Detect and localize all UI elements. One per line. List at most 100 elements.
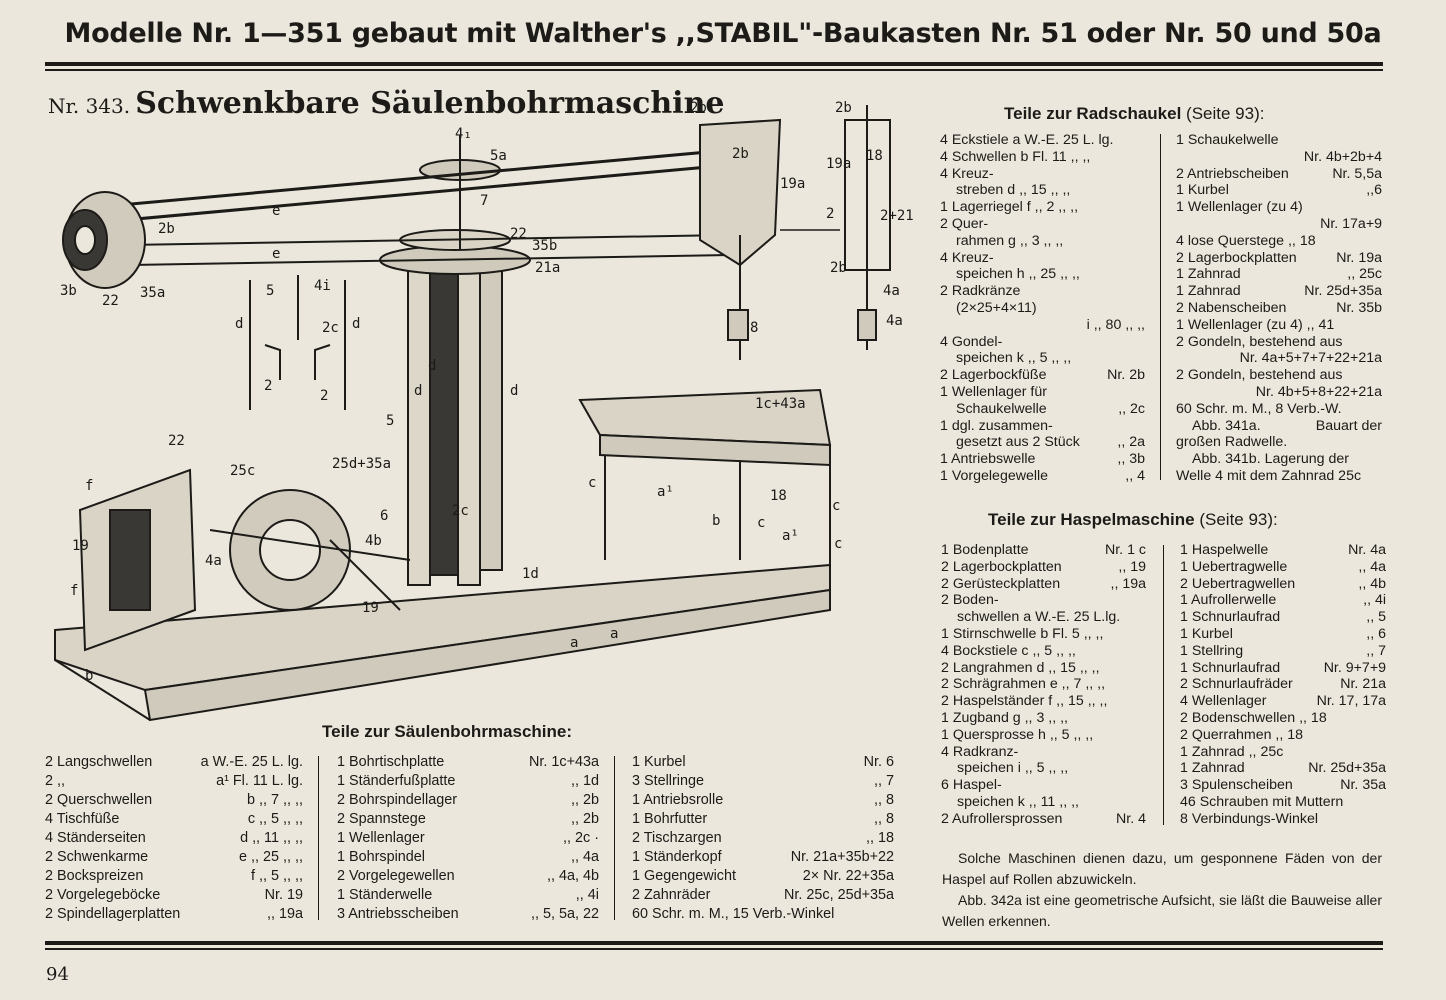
figure-callout-label: 22 — [168, 433, 185, 449]
column-divider — [1160, 134, 1161, 480]
part-spec: d ,, 11 ,, ,, — [240, 830, 303, 846]
part-row: 1 Zahnrad ,, 25c — [1180, 744, 1386, 761]
model-title: Nr. 343. Schwenkbare Säulenbohrmaschine — [48, 86, 724, 121]
part-row: 1 Vorgelegewelle ,, 4 — [940, 468, 1145, 485]
part-name: 1 Wellenlager für — [940, 383, 1047, 400]
figure-callout-label: 2+21 — [880, 208, 914, 224]
figure-callout-label: 1c+43a — [755, 396, 806, 412]
part-row: Nr. 17a+9 — [1176, 216, 1382, 233]
part-name: 1 Kurbel — [632, 754, 686, 770]
part-name: 1 Stirnschwelle b Fl. 5 ,, ,, — [941, 625, 1104, 642]
figure-callout-label: b — [85, 668, 93, 684]
figure-callout-label: 19a — [826, 156, 851, 172]
part-row: 4 Radkranz- — [941, 744, 1146, 761]
part-row: rahmen g ,, 3 ,, ,, — [940, 233, 1145, 250]
figure-callout-label: e — [272, 203, 280, 219]
figure-callout-label: 21a — [535, 260, 560, 276]
part-name: 1 Kurbel — [1180, 625, 1233, 642]
figure-callout-label: 19a — [780, 176, 805, 192]
part-name: speichen k ,, 5 ,, ,, — [956, 350, 1072, 367]
part-name: 60 Schr. m. M., 15 Verb.-Winkel — [632, 906, 835, 922]
figure-callout-label: c — [588, 475, 596, 491]
figure-callout-label: a — [570, 635, 578, 651]
section-title-radschaukel: Teile zur Radschaukel (Seite 93): — [1004, 104, 1264, 124]
part-row: 3 Stellringe ,, 7 — [632, 772, 894, 791]
part-row: 1 Schnurlaufrad,, 5 — [1180, 609, 1386, 626]
part-name: 2 Lagerbockplatten — [941, 558, 1062, 575]
part-name: 2 Boden- — [941, 592, 999, 609]
figure-callout-label: d — [428, 358, 436, 374]
part-name: großen Radwelle. — [1176, 434, 1288, 451]
part-row: schwellen a W.-E. 25 L.lg. — [941, 609, 1146, 626]
figure-callout-label: 7 — [480, 193, 488, 209]
part-name: 1 Vorgelegewelle — [940, 467, 1049, 484]
part-name: 2 Spannstege — [337, 811, 426, 827]
radschaukel-title: Teile zur Radschaukel — [1004, 104, 1182, 123]
part-name: 3 Stellringe — [632, 773, 704, 789]
part-spec: ,, 19a — [1110, 575, 1147, 592]
part-row: 2 Bohrspindellager,, 2b — [337, 791, 599, 810]
figure-callout-label: f — [70, 583, 78, 599]
part-row: 1 Zugband g ,, 3 ,, ,, — [941, 710, 1146, 727]
part-row: 2 Haspelständer f ,, 15 ,, ,, — [941, 693, 1146, 710]
part-spec: e ,, 25 ,, ,, — [239, 849, 303, 865]
part-name: 4 Schwellen b Fl. 11 ,, ,, — [940, 148, 1091, 165]
part-row: 3 Antriebsscheiben,, 5, 5a, 22 — [337, 905, 599, 924]
part-row: 1 Zahnrad,, 25c — [1176, 266, 1382, 283]
part-row: 4 lose Querstege ,, 18 — [1176, 233, 1382, 250]
part-name: 4 Wellenlager — [1180, 693, 1267, 710]
part-spec: ,, 2a — [1117, 434, 1145, 451]
figure-callout-label: 35a — [140, 285, 165, 301]
figure-callout-label: c — [757, 515, 765, 531]
part-name: 2 Quer- — [940, 215, 989, 232]
radschaukel-page-ref: (Seite 93): — [1186, 104, 1265, 123]
part-row: 1 Ständerwelle,, 4i — [337, 886, 599, 905]
figure-callout-label: 2 — [320, 388, 328, 404]
part-name: speichen k ,, 11 ,, ,, — [957, 793, 1079, 810]
part-row: 1 Wellenlager (zu 4) — [1176, 199, 1382, 216]
figure-callout-label: 25c — [230, 463, 255, 479]
section-title-haspel: Teile zur Haspelmaschine (Seite 93): — [988, 510, 1278, 530]
part-spec: 2× Nr. 22+35a — [802, 868, 894, 884]
figure-callout-label: 4a — [205, 553, 222, 569]
part-spec: Nr. 4b+2b+4 — [1303, 148, 1382, 165]
part-spec: ,, 4 — [1125, 467, 1145, 484]
part-spec: Bauart der — [1315, 417, 1382, 434]
part-name: speichen i ,, 5 ,, ,, — [957, 760, 1069, 777]
part-spec: Nr. 4b+5+8+22+21a — [1255, 383, 1382, 400]
part-name: 1 Zahnrad — [1176, 266, 1241, 283]
part-name: 2 Schnurlaufräder — [1180, 676, 1293, 693]
part-spec: ,, 4a — [570, 849, 599, 865]
haspel-page-ref: (Seite 93): — [1199, 510, 1278, 529]
part-spec: Nr. 9+7+9 — [1323, 659, 1386, 676]
part-row: 2 Querrahmen ,, 18 — [1180, 727, 1386, 744]
part-spec: Nr. 25d+35a — [1304, 283, 1382, 300]
part-spec: ,, 19a — [266, 906, 303, 922]
part-spec: Nr. 35b — [1336, 299, 1382, 316]
part-row: 1 Wellenlager,, 2c · — [337, 829, 599, 848]
part-name: 1 Bohrtischplatte — [337, 754, 445, 770]
figure-callout-label: 2b — [732, 146, 749, 162]
figure-callout-label: 35b — [532, 238, 557, 254]
part-spec: Nr. 21a — [1340, 676, 1386, 693]
part-spec: ,, 7 — [874, 773, 894, 789]
part-row: 2 Vorgelegewellen,, 4a, 4b — [337, 867, 599, 886]
part-name: 2 Uebertragwellen — [1180, 575, 1296, 592]
haspel-title: Teile zur Haspelmaschine — [988, 510, 1195, 529]
part-row: 2 Schnurlaufräder Nr. 21a — [1180, 676, 1386, 693]
part-spec: Nr. 4a+5+7+7+22+21a — [1239, 350, 1382, 367]
part-name: 4 lose Querstege ,, 18 — [1176, 232, 1316, 249]
part-row: speichen h ,, 25 ,, ,, — [940, 266, 1145, 283]
part-row: 1 Wellenlager (zu 4) ,, 41 — [1176, 317, 1382, 334]
part-name: 2 Gondeln, bestehend aus — [1176, 333, 1343, 350]
part-spec: ,, 2b — [570, 811, 599, 827]
